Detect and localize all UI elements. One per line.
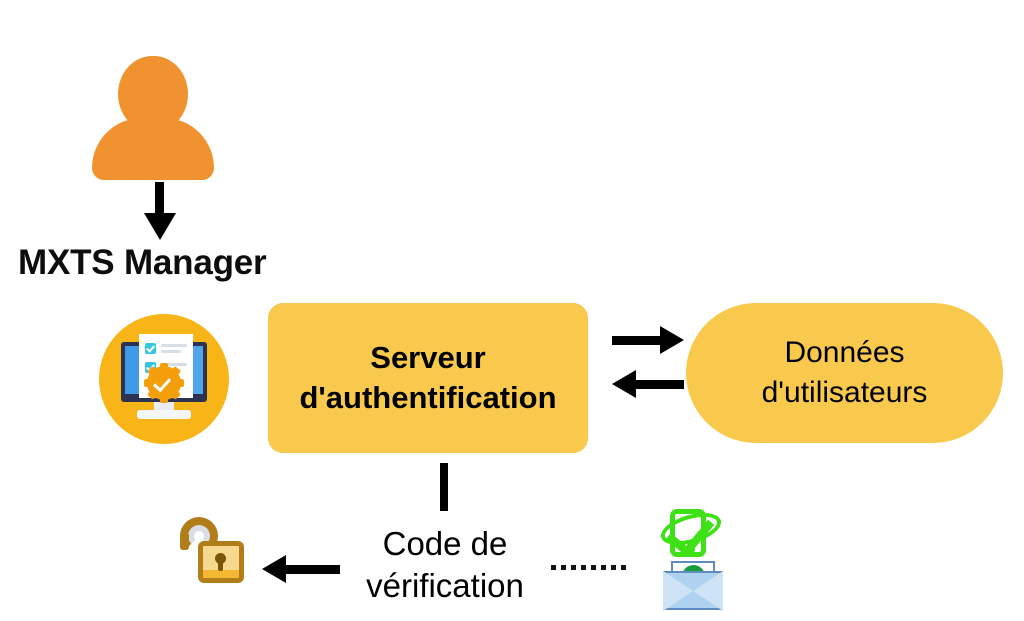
user-person-icon	[92, 56, 214, 180]
arrow-data-to-server	[612, 370, 684, 398]
padlock-shackle-inner	[188, 525, 210, 547]
doc-line	[161, 350, 181, 353]
envelope-check-icon	[663, 561, 723, 611]
connector-server-to-verification	[440, 463, 448, 511]
node-user-data-label: Données d'utilisateurs	[762, 333, 928, 413]
padlock-keyhole	[215, 553, 226, 564]
phone-body	[670, 509, 706, 557]
arrow-shaft	[155, 182, 164, 216]
user-data-line1: Données	[784, 336, 905, 370]
page-title-mxts-manager: MXTS Manager	[18, 243, 267, 282]
arrow-head	[144, 213, 176, 240]
arrow-shaft	[632, 380, 684, 389]
arrow-head	[660, 326, 684, 354]
mobile-phone-check-icon	[657, 503, 725, 559]
verification-line2: vérification	[366, 567, 524, 605]
padlock-shackle-leg	[180, 534, 189, 550]
node-auth-server-label: Serveur d'authentification	[289, 338, 566, 417]
phone-home-button	[681, 548, 695, 552]
arrow-verification-to-lock	[262, 555, 340, 583]
open-padlock-icon	[178, 517, 246, 585]
envelope-flap-right	[693, 571, 723, 611]
monitor-checklist-gear-icon	[99, 314, 229, 444]
gear-check-icon	[144, 363, 184, 403]
checkbox-icon	[145, 343, 156, 354]
node-user-data[interactable]: Données d'utilisateurs	[686, 303, 1003, 443]
auth-server-line2: d'authentification	[299, 380, 557, 415]
envelope-flap-left	[663, 571, 693, 611]
node-auth-server[interactable]: Serveur d'authentification	[268, 303, 588, 453]
gear-face	[153, 372, 175, 394]
arrow-shaft	[282, 565, 340, 574]
monitor-stand-neck	[154, 402, 174, 412]
verification-line1: Code de	[382, 525, 508, 562]
doc-line	[161, 363, 187, 366]
doc-line	[161, 344, 187, 347]
node-verification-code-label: Code de vérification	[330, 523, 560, 607]
arrow-shaft	[612, 336, 664, 345]
auth-server-line1: Serveur	[370, 340, 486, 376]
arrow-server-to-data	[612, 326, 684, 354]
connector-dotted-to-devices	[551, 565, 629, 570]
user-body-shape	[92, 118, 214, 180]
monitor-stand-base	[137, 410, 191, 419]
arrow-user-to-manager	[142, 182, 178, 240]
user-data-line2: d'utilisateurs	[761, 376, 928, 409]
padlock-keyslot	[218, 560, 223, 571]
